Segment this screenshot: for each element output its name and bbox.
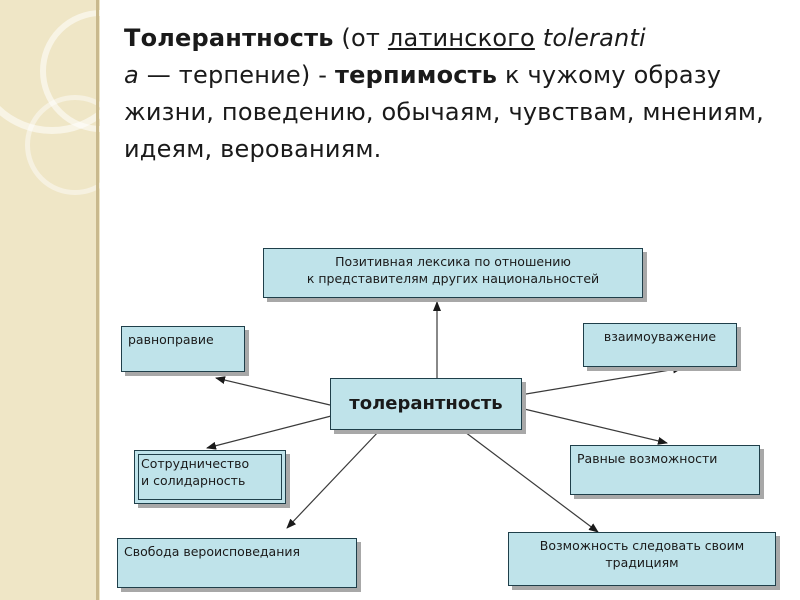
node-text: к представителям других национальностей [306,271,600,286]
node-cooperation: Сотрудничество и солидарность [134,450,286,504]
latin-term-part2: a [124,61,139,89]
from-prefix: (от [341,24,381,52]
node-freedom-religion: Свобода вероисповедания [117,538,357,588]
node-text: Возможность следовать своим [539,538,745,553]
node-text: равноправие [128,332,214,347]
latin-link[interactable]: латинского [387,24,535,52]
arrow-to-traditions [464,431,599,533]
definition-text: Толерантность (от латинского toleranti a… [124,20,764,168]
node-text: Равные возможности [577,451,718,466]
node-text: Сотрудничество [141,456,250,471]
arrow-to-cooperation [206,414,336,450]
node-equality: равноправие [121,326,245,372]
key-word: терпимость [334,61,498,89]
arrow-to-equal-opportunities [519,407,668,445]
node-text: толерантность [349,393,503,414]
node-positive-lexicon: Позитивная лексика по отношению к предст… [263,248,643,298]
latin-term-part1: toleranti [542,24,646,52]
node-equal-opportunities: Равные возможности [570,445,760,495]
node-text: взаимоуважение [603,329,717,344]
decorative-ring [25,95,100,195]
sidebar-divider [96,0,99,600]
arrow-to-equality [215,376,331,406]
node-text: традициям [605,555,679,570]
node-tolerance-center: толерантность [330,378,522,430]
node-traditions: Возможность следовать своим традициям [508,532,776,586]
meaning-text: — терпение) - [146,61,328,89]
term-word: Толерантность [124,24,334,52]
node-text: Свобода вероисповедания [124,544,301,559]
definition-rest: к чужому образу жизни, поведению, обычая… [124,61,764,163]
node-text: и солидарность [141,473,246,488]
node-text: Позитивная лексика по отношению [335,254,571,269]
arrow-to-mutual-respect [519,365,683,396]
decorative-sidebar [0,0,100,600]
arrow-to-freedom [286,429,381,529]
node-mutual-respect: взаимоуважение [583,323,737,367]
